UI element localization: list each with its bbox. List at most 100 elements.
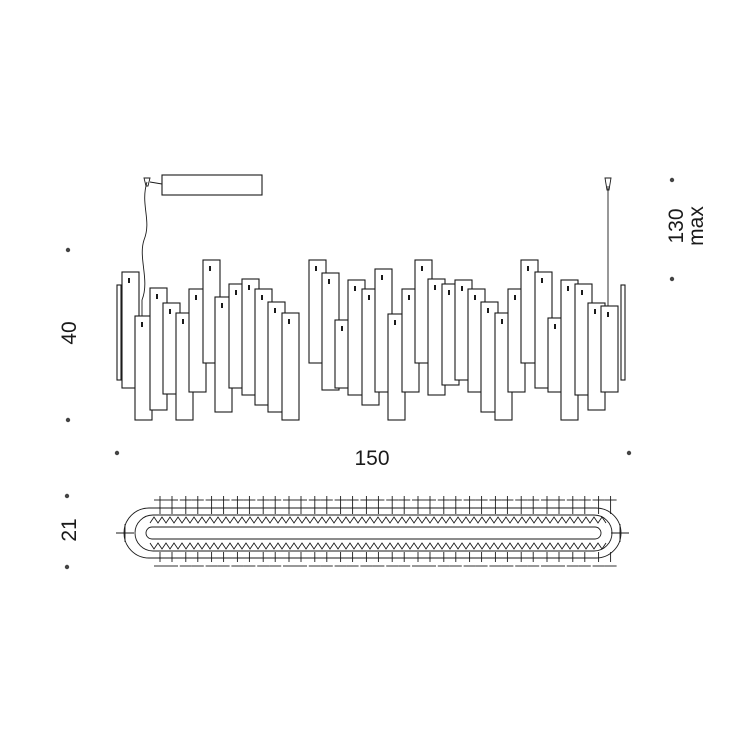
plan-zigzag-top xyxy=(149,516,607,524)
left-end-bar xyxy=(116,284,122,381)
plan-centre-slot xyxy=(145,526,602,540)
depth-dot-top xyxy=(64,493,70,499)
plan-tube-marker xyxy=(295,552,307,567)
drop-dot-top xyxy=(669,177,675,183)
plan-tube-marker xyxy=(437,552,450,567)
plan-tube-marker xyxy=(424,552,436,567)
plan-tube-marker xyxy=(179,496,192,514)
plan-tube-marker xyxy=(515,496,528,514)
plan-tube-marker xyxy=(604,552,617,567)
plan-tube-marker xyxy=(372,496,385,514)
left-cable-grip xyxy=(143,177,151,187)
plan-tube-marker xyxy=(592,496,605,514)
plan-tube-marker xyxy=(269,552,282,567)
plan-tube-marker xyxy=(320,552,333,567)
plan-tube-marker xyxy=(179,552,192,567)
height-dot-bottom xyxy=(65,417,71,423)
plan-tube-marker xyxy=(501,496,514,514)
plan-tube-marker xyxy=(424,496,436,514)
plan-outer-frame xyxy=(123,507,622,559)
plan-tube-marker xyxy=(283,496,295,514)
plan-tube-markers xyxy=(116,496,629,567)
plan-tube-marker xyxy=(217,496,230,514)
plan-tube-marker xyxy=(372,552,385,567)
plan-tube-marker xyxy=(205,496,218,514)
plan-tube-marker xyxy=(283,552,295,567)
plan-tube-marker xyxy=(553,552,565,567)
plan-tube-marker xyxy=(541,552,553,567)
plan-tube-marker xyxy=(243,496,256,514)
plan-tube-marker xyxy=(154,552,166,567)
right-end-bar xyxy=(620,284,626,381)
plan-tube-marker xyxy=(386,552,399,567)
plan-tube-marker xyxy=(308,496,321,514)
plan-tube-marker xyxy=(489,552,502,567)
plan-tube-marker xyxy=(527,496,540,514)
plan-tube-marker xyxy=(592,552,605,567)
ceiling-canopy xyxy=(161,174,263,196)
plan-tube-marker xyxy=(501,552,514,567)
plan-tube-marker xyxy=(578,496,591,514)
plan-tube-marker xyxy=(166,552,178,567)
plan-tube-marker xyxy=(449,496,462,514)
plan-tube-marker xyxy=(346,496,359,514)
plan-tube-marker xyxy=(412,552,424,567)
plan-tube-marker xyxy=(578,552,591,567)
plan-tube-marker xyxy=(295,496,307,514)
plan-tube-marker xyxy=(257,496,270,514)
drop-qualifier-label: max xyxy=(685,206,708,246)
plan-tube-marker xyxy=(527,552,540,567)
plan-tube-marker xyxy=(191,496,204,514)
plan-tube-marker xyxy=(566,552,579,567)
width-dimension-label: 150 xyxy=(354,447,389,470)
plan-tube-marker xyxy=(386,496,399,514)
plan-tube-marker xyxy=(334,496,347,514)
height-dot-top xyxy=(65,247,71,253)
plan-tube-marker xyxy=(360,552,373,567)
plan-tube-marker xyxy=(191,552,204,567)
crystal-tube-group xyxy=(121,259,619,421)
width-dot-right xyxy=(626,450,632,456)
plan-tube-marker xyxy=(154,496,166,514)
plan-tube-marker xyxy=(243,552,256,567)
drop-dimension-label: 130 xyxy=(665,208,688,243)
left-suspension-cable xyxy=(141,181,148,316)
dimension-markers xyxy=(64,177,675,570)
plan-tube-marker xyxy=(205,552,218,567)
crystal-tube xyxy=(281,312,300,421)
height-dimension-label: 40 xyxy=(58,321,81,344)
plan-tube-marker xyxy=(346,552,359,567)
plan-tube-marker xyxy=(231,496,244,514)
plan-tube-marker xyxy=(604,496,617,514)
plan-tube-marker xyxy=(166,496,178,514)
plan-tube-marker xyxy=(360,496,373,514)
plan-tube-marker xyxy=(334,552,347,567)
plan-tube-marker xyxy=(541,496,553,514)
width-dot-left xyxy=(114,450,120,456)
plan-tube-marker xyxy=(257,552,270,567)
plan-view xyxy=(116,496,629,567)
plan-tube-marker xyxy=(553,496,565,514)
crystal-tube xyxy=(134,315,153,421)
plan-end-marker xyxy=(611,524,629,542)
plan-tube-marker xyxy=(489,496,502,514)
plan-tube-marker xyxy=(449,552,462,567)
plan-tube-marker xyxy=(515,552,528,567)
plan-tube-marker xyxy=(566,496,579,514)
front-elevation-view xyxy=(116,174,626,421)
plan-tube-marker xyxy=(217,552,230,567)
plan-tube-marker xyxy=(231,552,244,567)
plan-tube-marker xyxy=(398,496,411,514)
left-power-cable xyxy=(149,181,163,185)
drop-dot-bottom xyxy=(669,276,675,282)
crystal-tube xyxy=(188,288,207,393)
plan-tube-marker xyxy=(269,496,282,514)
depth-dot-bottom xyxy=(64,564,70,570)
plan-tube-marker xyxy=(398,552,411,567)
plan-end-marker xyxy=(116,524,134,542)
crystal-tube xyxy=(600,305,619,393)
plan-tube-marker xyxy=(463,496,476,514)
plan-tube-marker xyxy=(475,496,488,514)
plan-tube-marker xyxy=(412,496,424,514)
